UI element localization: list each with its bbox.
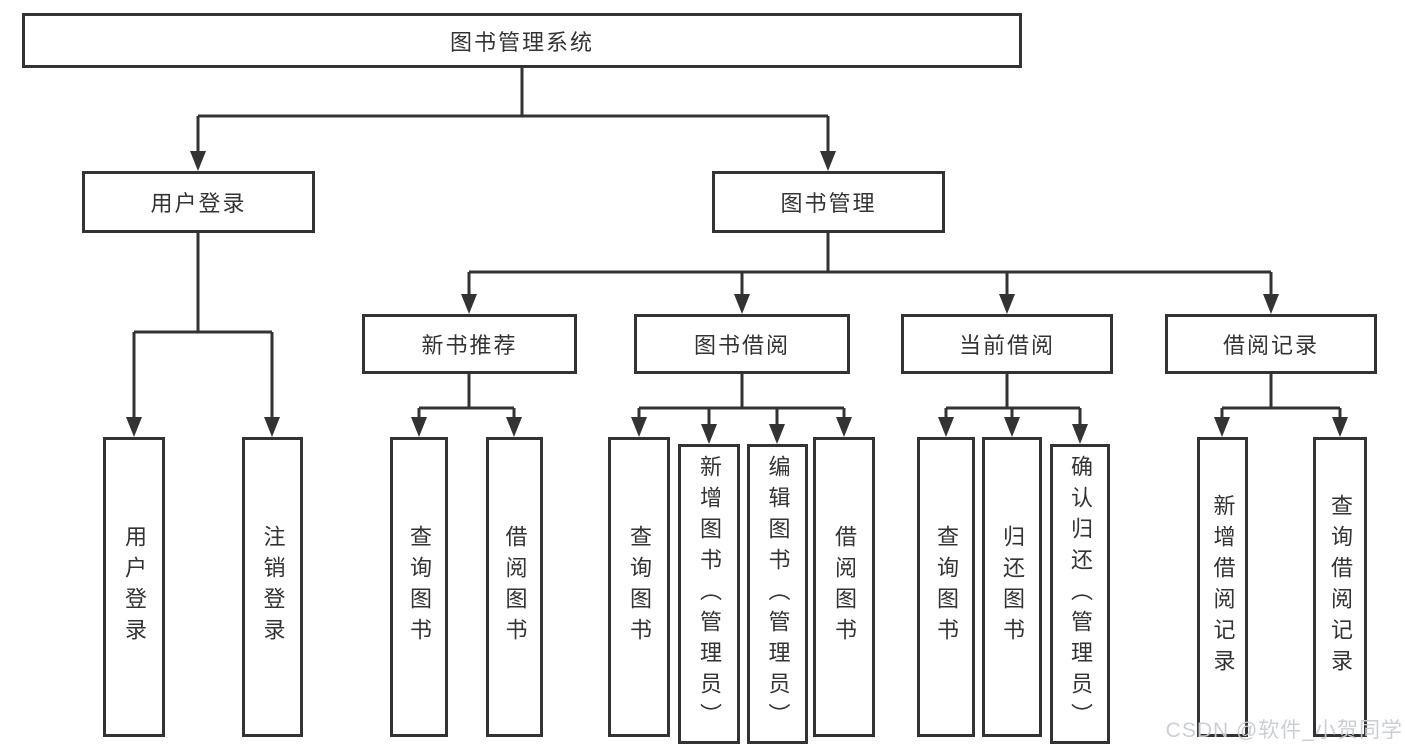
node-new-book-recommend: 新书推荐	[362, 314, 577, 374]
leaf-confirm-return-admin: 确认归还（管理员）	[1050, 444, 1110, 744]
leaf-query-borrow-record-label: 查询借阅记录	[1328, 494, 1353, 680]
node-root-system-label: 图书管理系统	[449, 29, 594, 55]
csdn-watermark: CSDN @软件_小贺同学	[1165, 719, 1403, 742]
leaf-borrow-query-book: 查询图书	[608, 437, 670, 737]
arrowheads	[126, 151, 1348, 444]
leaf-add-book-admin-label: 新增图书（管理员）	[697, 454, 722, 734]
node-root-system: 图书管理系统	[22, 13, 1022, 68]
leaf-add-borrow-record: 新增借阅记录	[1197, 437, 1248, 737]
leaf-edit-book-admin-label: 编辑图书（管理员）	[765, 454, 791, 734]
leaf-confirm-return-admin-label: 确认归还（管理员）	[1068, 454, 1093, 734]
leaf-logout: 注销登录	[242, 437, 303, 737]
node-new-book-recommend-label: 新书推荐	[421, 333, 518, 358]
node-borrow-record: 借阅记录	[1165, 314, 1377, 374]
leaf-borrow-borrow-book: 借阅图书	[813, 437, 875, 737]
leaf-query-borrow-record: 查询借阅记录	[1313, 437, 1367, 737]
leaf-return-book: 归还图书	[982, 437, 1042, 737]
node-book-borrow: 图书借阅	[634, 314, 850, 374]
leaf-recommend-query-book: 查询图书	[390, 437, 448, 737]
node-current-borrow-label: 当前借阅	[958, 333, 1055, 358]
leaf-recommend-borrow-book-label: 借阅图书	[502, 525, 528, 649]
leaf-current-query-book: 查询图书	[917, 437, 975, 737]
leaf-add-borrow-record-label: 新增借阅记录	[1210, 494, 1236, 680]
leaf-logout-label: 注销登录	[260, 525, 286, 649]
leaf-recommend-borrow-book: 借阅图书	[486, 437, 543, 737]
leaf-current-query-book-label: 查询图书	[934, 525, 959, 649]
node-book-management: 图书管理	[712, 171, 945, 233]
leaf-user-login: 用户登录	[103, 437, 165, 737]
leaf-add-book-admin: 新增图书（管理员）	[678, 444, 740, 744]
leaf-return-book-label: 归还图书	[1000, 525, 1025, 649]
leaf-edit-book-admin: 编辑图书（管理员）	[747, 444, 808, 744]
leaf-borrow-query-book-label: 查询图书	[627, 525, 652, 649]
node-user-login-label: 用户登录	[150, 191, 247, 216]
leaf-user-login-label: 用户登录	[122, 525, 147, 649]
leaf-borrow-borrow-book-label: 借阅图书	[832, 525, 857, 649]
node-current-borrow: 当前借阅	[901, 314, 1113, 374]
node-borrow-record-label: 借阅记录	[1222, 333, 1319, 358]
node-book-management-label: 图书管理	[780, 191, 877, 216]
node-user-login: 用户登录	[82, 171, 315, 233]
leaf-recommend-query-book-label: 查询图书	[407, 525, 432, 649]
node-book-borrow-label: 图书借阅	[693, 333, 790, 358]
